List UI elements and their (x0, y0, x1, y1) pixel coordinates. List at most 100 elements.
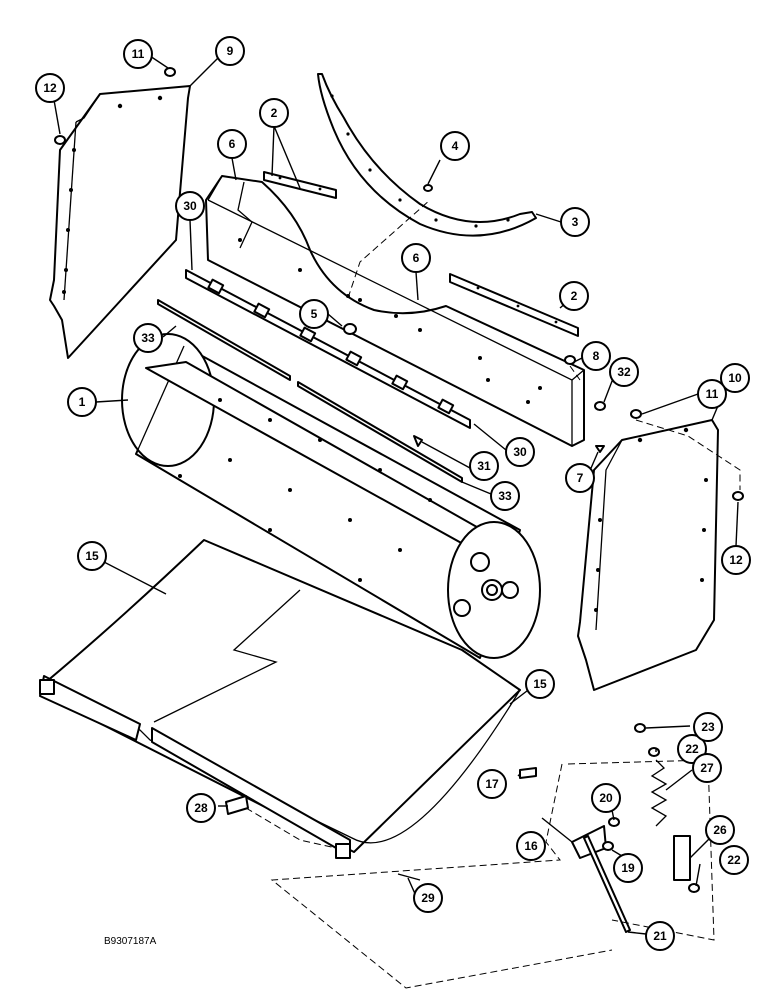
callout-5: 5 (299, 299, 329, 329)
callout-12: 12 (35, 73, 65, 103)
hardware-spring-27 (650, 759, 668, 827)
callout-22: 22 (719, 845, 749, 875)
callout-label: 10 (728, 371, 742, 385)
callout-20: 20 (591, 783, 621, 813)
figure-reference-code: B9307187A (104, 936, 157, 947)
hardware-bolt-31 (413, 435, 423, 447)
callout-29: 29 (413, 883, 443, 913)
callout-label: 3 (572, 215, 579, 229)
callout-6: 6 (217, 129, 247, 159)
callout-label: 20 (599, 791, 613, 805)
callout-17: 17 (477, 769, 507, 799)
hardware-rod-21 (583, 835, 631, 933)
callout-8: 8 (581, 341, 611, 371)
callout-label: 22 (727, 853, 741, 867)
callout-label: 4 (452, 139, 459, 153)
hardware-bolt-4 (423, 184, 433, 192)
bracket-strip (185, 269, 471, 429)
hardware-nut-19 (602, 841, 614, 851)
callout-11: 11 (123, 39, 153, 69)
callout-30: 30 (505, 437, 535, 467)
callout-9: 9 (215, 36, 245, 66)
callout-30: 30 (175, 191, 205, 221)
callout-label: 6 (413, 251, 420, 265)
hardware-bolt-28 (225, 795, 249, 815)
callout-23: 23 (693, 712, 723, 742)
hardware-nut-23 (634, 723, 646, 733)
callout-label: 11 (706, 387, 719, 401)
callout-3: 3 (560, 207, 590, 237)
callout-31: 31 (469, 451, 499, 481)
callout-label: 33 (141, 331, 155, 345)
callout-21: 21 (645, 921, 675, 951)
callout-6: 6 (401, 243, 431, 273)
wear-strip-short (263, 171, 337, 199)
left-side-panel (49, 85, 191, 359)
callout-label: 12 (729, 553, 743, 567)
callout-label: 27 (700, 761, 714, 775)
callout-label: 30 (183, 199, 197, 213)
callout-label: 16 (524, 839, 538, 853)
callout-label: 32 (617, 365, 631, 379)
hardware-washer-22a (648, 747, 660, 757)
hardware-washer-32 (594, 401, 606, 411)
callout-19: 19 (613, 853, 643, 883)
curved-strip (317, 73, 537, 237)
callout-label: 26 (713, 823, 727, 837)
callout-15: 15 (77, 541, 107, 571)
callout-label: 17 (485, 777, 499, 791)
callout-label: 15 (533, 677, 547, 691)
callout-1: 1 (67, 387, 97, 417)
hardware-bolt-17 (519, 767, 537, 779)
callout-27: 27 (692, 753, 722, 783)
hardware-nut-12a (54, 135, 66, 145)
callout-32: 32 (609, 357, 639, 387)
concave-panel (39, 539, 521, 859)
callout-10: 10 (720, 363, 750, 393)
callout-2: 2 (559, 281, 589, 311)
callout-label: 30 (513, 445, 527, 459)
callout-label: 1 (79, 395, 86, 409)
callout-label: 29 (421, 891, 435, 905)
hardware-pin-29 (397, 873, 421, 881)
hardware-nut-12b (732, 491, 744, 501)
rod-upper (157, 299, 291, 381)
callout-15: 15 (525, 669, 555, 699)
callout-label: 28 (194, 801, 208, 815)
right-side-panel (577, 419, 719, 691)
hardware-nut-11a (164, 67, 176, 77)
callout-label: 2 (271, 106, 278, 120)
callout-label: 15 (85, 549, 99, 563)
hardware-nut-5 (343, 323, 357, 335)
callout-16: 16 (516, 831, 546, 861)
callout-label: 22 (685, 742, 699, 756)
callout-7: 7 (565, 463, 595, 493)
hardware-bolt-7 (595, 445, 605, 453)
assembly-lines (245, 199, 741, 989)
callout-label: 5 (311, 307, 318, 321)
wear-strip-long (449, 273, 579, 337)
callout-label: 19 (621, 861, 635, 875)
callout-label: 11 (132, 47, 145, 61)
callout-26: 26 (705, 815, 735, 845)
callout-label: 23 (701, 720, 715, 734)
callout-label: 2 (571, 289, 578, 303)
callout-12: 12 (721, 545, 751, 575)
callout-label: 8 (593, 349, 600, 363)
callout-label: 9 (227, 44, 234, 58)
hardware-washer-22b (688, 883, 700, 893)
callout-2: 2 (259, 98, 289, 128)
callout-label: 31 (477, 459, 491, 473)
callout-28: 28 (186, 793, 216, 823)
callout-11: 11 (697, 379, 727, 409)
callout-label: 6 (229, 137, 236, 151)
hardware-nut-11b (630, 409, 642, 419)
callout-33: 33 (490, 481, 520, 511)
hardware-nut-8 (564, 355, 576, 365)
callout-label: 7 (577, 471, 584, 485)
housing-beam (205, 175, 585, 447)
callout-label: 21 (653, 929, 667, 943)
callout-33: 33 (133, 323, 163, 353)
drum (121, 333, 541, 659)
